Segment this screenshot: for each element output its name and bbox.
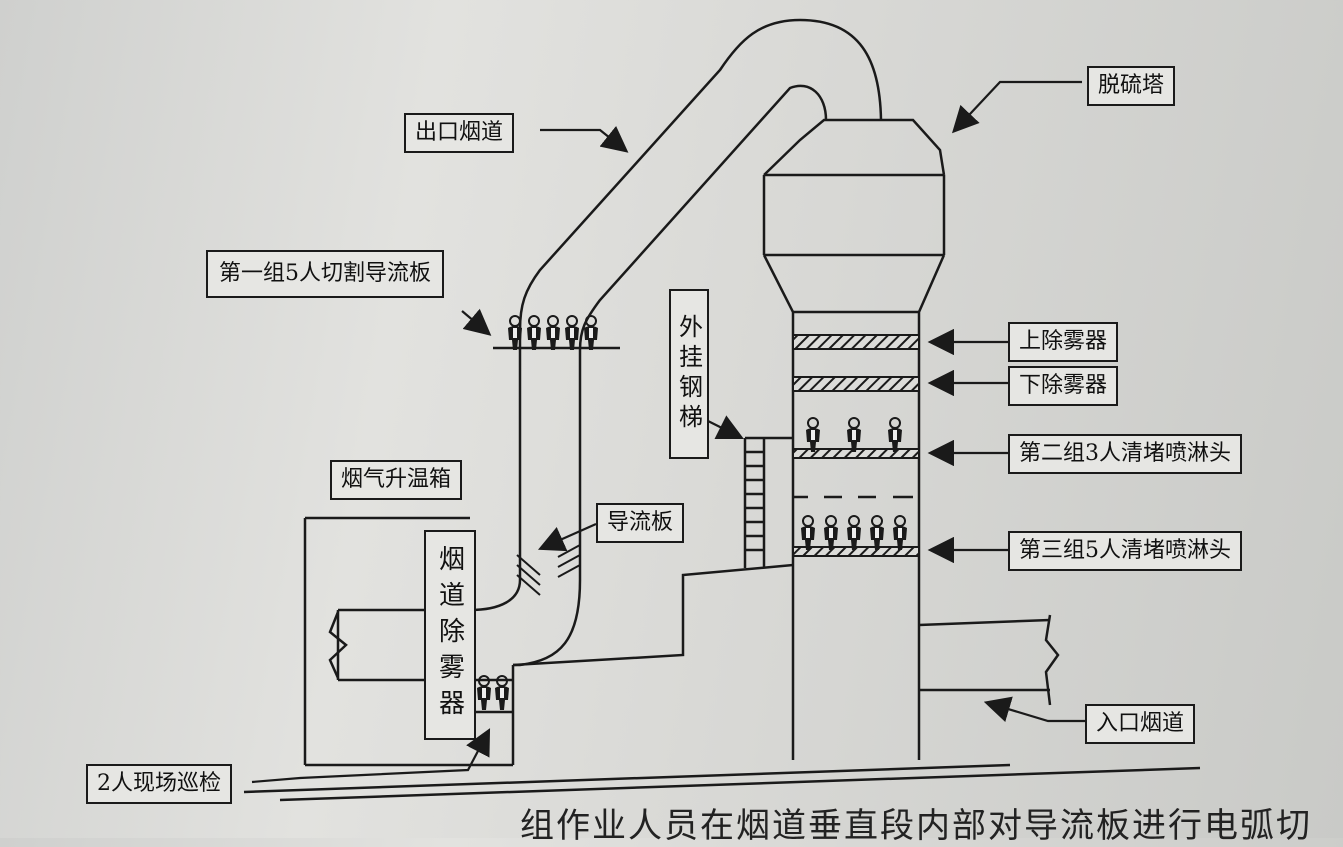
group1-worker-3: [545, 315, 561, 351]
label-inlet-duct: 入口烟道: [1085, 704, 1196, 744]
group2-worker-1: [805, 417, 821, 453]
ground-lines: [243, 763, 1201, 802]
group3-worker-3: [846, 515, 862, 551]
group2-worker-2: [846, 417, 862, 453]
tower-layers: [792, 334, 920, 557]
outlet-duct: [338, 18, 883, 667]
desulfurization-tower: [762, 118, 946, 760]
deflector-plates: [516, 544, 581, 596]
group1-worker-4: [564, 315, 580, 351]
lower-demister-layer: [792, 376, 920, 392]
label-group1: 第一组5人切割导流板: [206, 250, 444, 298]
label-group2: 第二组3人清堵喷淋头: [1008, 434, 1242, 474]
arrows: [251, 80, 1085, 784]
group3-worker-5: [892, 515, 908, 551]
label-flue-gas-heater: 烟气升温箱: [330, 460, 463, 500]
label-outlet-duct: 出口烟道: [404, 113, 515, 153]
caption-text: 组作业人员在烟道垂直段内部对导流板进行电弧切: [520, 806, 1312, 846]
label-duct-demister: 烟道除雾器: [424, 530, 476, 740]
label-desulfurization-tower: 脱硫塔: [1087, 66, 1176, 106]
upper-demister-layer: [792, 334, 920, 350]
label-deflector: 导流板: [596, 503, 685, 543]
label-external-ladder: 外挂钢梯: [669, 289, 709, 459]
group1-worker-2: [526, 315, 542, 351]
label-group3: 第三组5人清堵喷淋头: [1008, 531, 1242, 571]
group3-worker-2: [823, 515, 839, 551]
connecting-duct: [512, 563, 794, 667]
label-inspection: 2人现场巡检: [86, 764, 232, 804]
label-lower-demister: 下除雾器: [1008, 366, 1119, 406]
label-upper-demister: 上除雾器: [1008, 322, 1119, 362]
group3-worker-4: [869, 515, 885, 551]
external-ladder: [743, 436, 793, 568]
group2-worker-3: [887, 417, 903, 453]
group1-worker-5: [583, 315, 599, 351]
group3-worker-1: [800, 515, 816, 551]
flue-gas-heater-box: [303, 516, 515, 767]
inlet-duct: [918, 614, 1060, 706]
